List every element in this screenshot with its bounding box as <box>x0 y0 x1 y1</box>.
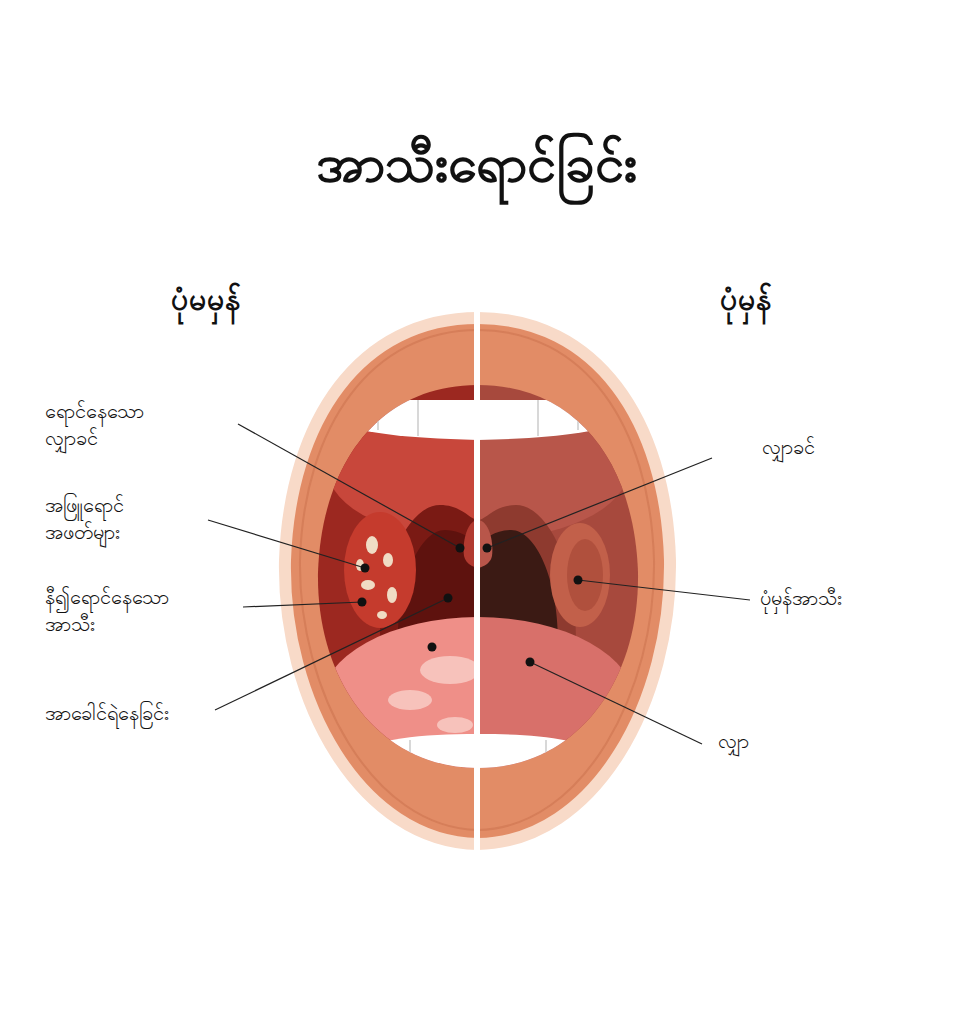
part-label: ရောင်နေသော လျှာခင် <box>45 398 144 452</box>
label-holder: ပုံမှန်အာသီး <box>760 585 842 612</box>
section-heading: ပုံမှန် <box>720 280 771 321</box>
label-holder: နီ၍ရောင်နေသော အာသီး <box>45 584 169 638</box>
label-holder: ပုံမမှန် <box>171 280 240 321</box>
label-holder: အဖြူရောင် အဖတ်များ <box>45 492 124 546</box>
part-label: အဖြူရောင် အဖတ်များ <box>45 492 124 546</box>
label-holder: ပုံမှန် <box>720 280 771 321</box>
part-label: လျှာခင် <box>762 434 815 461</box>
label-holder: အာခေါင်ရဲနေခြင်း <box>45 700 169 727</box>
part-label: နီ၍ရောင်နေသော အာသီး <box>45 584 169 638</box>
label-holder: အာသီးရောင်ခြင်း <box>316 128 637 198</box>
diagram-title: အာသီးရောင်ခြင်း <box>316 128 637 198</box>
label-holder: လျှာခင် <box>762 434 815 461</box>
section-heading: ပုံမမှန် <box>171 280 240 321</box>
part-label: လျှာ <box>718 728 749 755</box>
label-holder: ရောင်နေသော လျှာခင် <box>45 398 144 452</box>
part-label: ပုံမှန်အာသီး <box>760 585 842 612</box>
label-holder: လျှာ <box>718 728 749 755</box>
part-label: အာခေါင်ရဲနေခြင်း <box>45 700 169 727</box>
